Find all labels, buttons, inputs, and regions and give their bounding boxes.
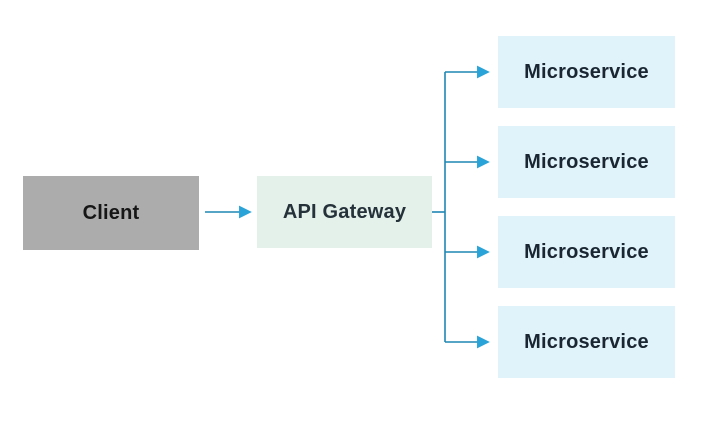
microservice-node-3: Microservice [498, 216, 675, 288]
microservice-label: Microservice [524, 60, 649, 83]
microservice-label: Microservice [524, 330, 649, 353]
client-node: Client [23, 176, 199, 250]
client-label: Client [82, 201, 140, 224]
microservice-node-1: Microservice [498, 36, 675, 108]
microservice-node-2: Microservice [498, 126, 675, 198]
microservice-label: Microservice [524, 150, 649, 173]
api-gateway-node: API Gateway [257, 176, 432, 248]
api-gateway-label: API Gateway [282, 200, 407, 223]
microservice-label: Microservice [524, 240, 649, 263]
microservice-node-4: Microservice [498, 306, 675, 378]
